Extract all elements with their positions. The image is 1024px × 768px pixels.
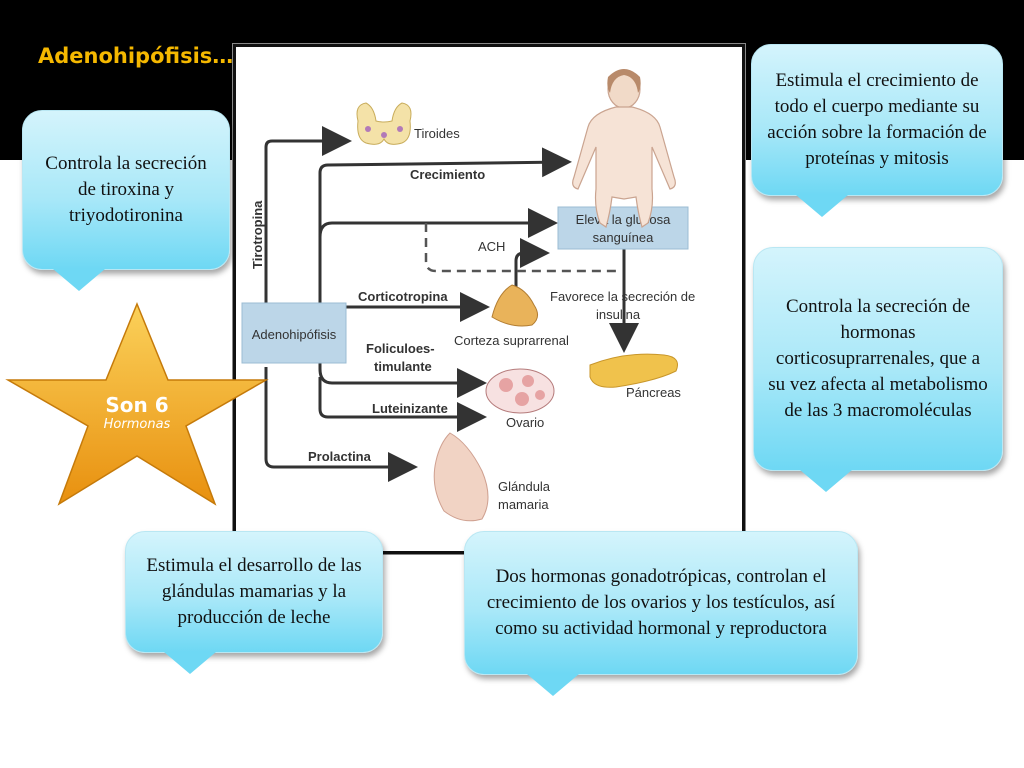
callout-tail [164,652,216,674]
adenohipofisis-box [241,302,347,364]
glucose-label-1: Eleva la glucosa [576,212,671,227]
mammary-illustration [433,432,489,522]
callout-thyroid: Controla la secreción de tiroxina y triy… [22,110,230,291]
callout-gonado: Dos hormonas gonadotrópicas, controlan e… [464,531,858,696]
ovary-illustration [485,368,555,414]
thyroid-illustration [356,102,412,145]
callout-growth: Estimula el crecimiento de todo el cuerp… [751,44,1003,217]
glucose-box [557,206,689,250]
tirotropina-label: Tirotropina [250,200,265,269]
human-body-illustration [572,69,676,228]
callout-cortico-text: Controla la secreción de hormonas cortic… [768,296,988,421]
callout-prolactin: Estimula el desarrollo de las glándulas … [125,531,383,674]
corticotropina-label: Corticotropina [358,289,448,304]
callout-tail [53,269,105,291]
slide-title: Adenohipófisis… [38,44,234,68]
mammary-label-2: mamaria [498,497,549,512]
luteinizante-label: Luteinizante [372,401,448,416]
ovary-label: Ovario [506,415,544,430]
star-polygon [5,302,269,506]
adenohipofisis-label: Adenohipófisis [252,327,337,342]
adrenal-label: Corteza suprarrenal [454,333,569,348]
callout-prolactin-text: Estimula el desarrollo de las glándulas … [146,555,362,628]
insulin-label-1: Favorece la secreción de [550,289,695,304]
pancreas-illustration [589,353,678,388]
prolactina-label: Prolactina [308,449,372,464]
thyroid-label: Tiroides [414,126,460,141]
callout-tail [527,674,579,696]
star-main-text: Son 6 [105,393,169,417]
callout-cortico: Controla la secreción de hormonas cortic… [753,247,1003,492]
foliculo-label-1: Foliculoes- [366,341,435,356]
star-sub-text: Hormonas [103,417,171,432]
callout-tail [796,195,848,217]
mammary-label-1: Glándula [498,479,551,494]
callout-thyroid-text: Controla la secreción de tiroxina y triy… [45,153,207,226]
ach-label: ACH [478,239,505,254]
foliculo-label-2: timulante [374,359,432,374]
callout-gonado-text: Dos hormonas gonadotrópicas, controlan e… [486,566,836,639]
star-shape [5,302,269,506]
star-badge [0,300,270,510]
diagram-svg: Adenohipófisis Eleva la glucosa sanguíne… [241,69,695,522]
callout-growth-text: Estimula el crecimiento de todo el cuerp… [767,70,987,169]
insulin-label-2: insulina [596,307,641,322]
adrenal-illustration [491,284,538,327]
dashed-link [424,223,616,273]
hormone-diagram: Adenohipófisis Eleva la glucosa sanguíne… [233,44,745,554]
crecimiento-label: Crecimiento [410,167,485,182]
star-label: Son 6 Hormonas [82,393,192,433]
hormone-arrows [264,126,639,482]
callout-tail [800,470,852,492]
pancreas-label: Páncreas [626,385,681,400]
glucose-label-2: sanguínea [593,230,654,245]
